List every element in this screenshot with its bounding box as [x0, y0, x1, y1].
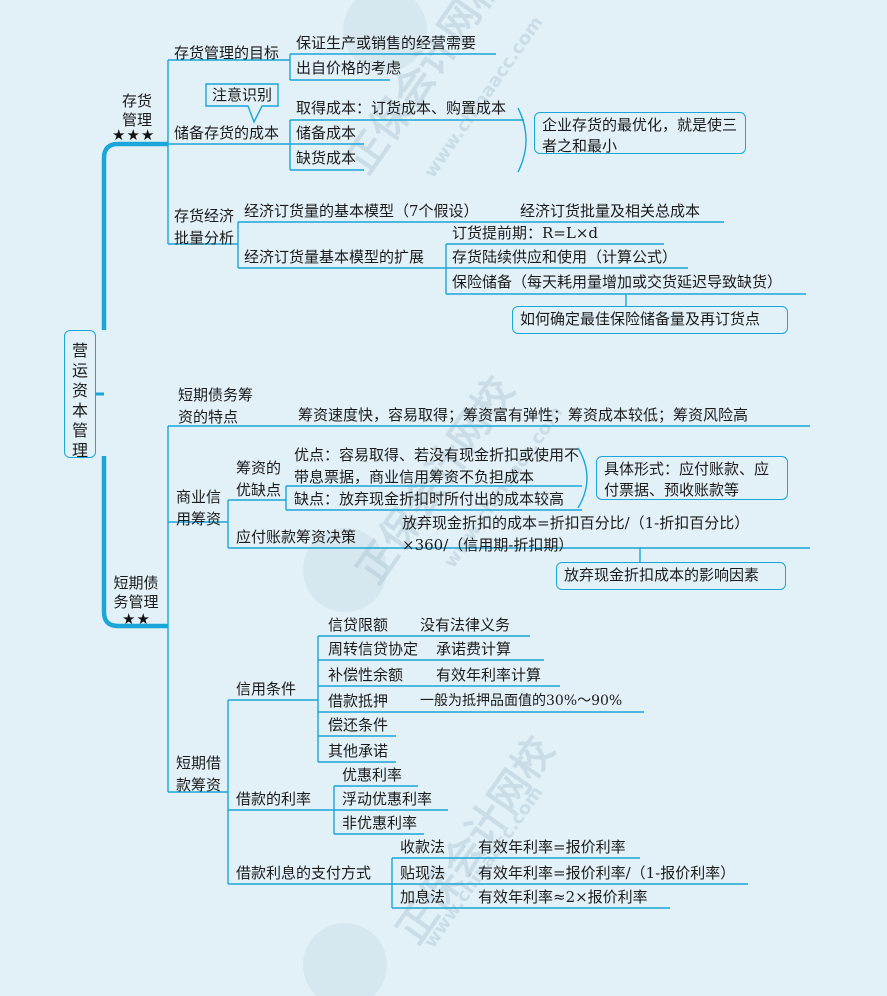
root-node: 营运资本管理 [64, 330, 96, 460]
credit-term-name: 周转信贷协定 [328, 640, 419, 658]
features-text: 筹资速度快，容易取得；筹资富有弹性；筹资成本较低；筹资风险高 [298, 406, 749, 424]
cost-item: 缺货成本 [296, 149, 357, 167]
credit-term-name: 信贷限额 [328, 616, 389, 634]
eoq-ext-item: 订货提前期：R=L×d [452, 224, 598, 242]
inventory-stars: ★★★ [112, 126, 156, 144]
payment-desc: 有效年利率≈2×报价利率 [478, 888, 648, 906]
payment-desc: 有效年利率=报价利率/（1-报价利率） [478, 864, 736, 882]
cost-label: 储备存货的成本 [174, 124, 280, 142]
loans-label: 短期借款筹资 [176, 754, 222, 794]
trade-credit-forms-box: 具体形式：应付账款、应付票据、预收账款等 [596, 456, 788, 500]
cost-item: 取得成本：订货成本、购置成本 [296, 99, 507, 117]
credit-term-name: 偿还条件 [328, 716, 389, 734]
short-term-stars: ★★ [122, 610, 151, 628]
cost-summary-box: 企业存货的最优化，就是使三者之和最小 [534, 112, 746, 155]
credit-term-desc: 有效年利率计算 [436, 666, 542, 684]
payment-name: 收款法 [400, 838, 446, 856]
eoq-ext-item: 存货陆续供应和使用（计算公式） [452, 248, 678, 266]
pros-cons-label: 筹资的优缺点 [236, 459, 282, 499]
eoq-ext-note-box: 如何确定最佳保险储备量及再订货点 [512, 306, 788, 334]
credit-term-desc: 一般为抵押品面值的30%～90% [420, 693, 623, 709]
credit-term-name: 其他承诺 [328, 742, 389, 760]
goal-label: 存货管理的目标 [174, 44, 280, 62]
payment-name: 贴现法 [400, 864, 446, 882]
root-label: 营运资本管理 [72, 341, 89, 460]
inventory-title: 存货管理 [121, 92, 152, 129]
credit-term-name: 借款抵押 [328, 692, 389, 710]
eoq-basic-model: 经济订货量的基本模型（7个假设） [244, 202, 479, 220]
credit-term-desc: 没有法律义务 [420, 616, 511, 634]
eoq-basic-result: 经济订货批量及相关总成本 [520, 202, 701, 220]
decision-formula: 放弃现金折扣的成本=折扣百分比/（1-折扣百分比）×360/（信用期-折扣期） [402, 514, 750, 554]
goal-item: 保证生产或销售的经营需要 [296, 34, 477, 52]
cost-item: 储备成本 [296, 124, 357, 142]
eoq-ext-item: 保险储备（每天耗用量增加或交货延迟导致缺货） [452, 273, 783, 291]
goal-item: 出自价格的考虑 [296, 59, 402, 77]
short-term-title: 短期债务管理 [113, 574, 159, 611]
pros-text: 优点：容易取得、若没有现金折扣或使用不带息票据，商业信用筹资不负担成本 [294, 446, 580, 486]
payment-name: 加息法 [400, 888, 446, 906]
cons-text: 缺点：放弃现金折扣时所付出的成本较高 [294, 490, 565, 508]
rate-item: 优惠利率 [342, 766, 403, 784]
credit-term-desc: 承诺费计算 [436, 640, 512, 658]
rate-label: 借款的利率 [236, 790, 312, 808]
note-callout-label: 注意识别 [212, 86, 273, 104]
trade-credit-label: 商业信用筹资 [176, 488, 222, 528]
decision-label: 应付账款筹资决策 [236, 528, 357, 546]
credit-term-name: 补偿性余额 [328, 666, 404, 684]
payment-label: 借款利息的支付方式 [236, 864, 372, 882]
features-label: 短期债务筹资的特点 [178, 386, 254, 426]
eoq-label: 存货经济批量分析 [174, 207, 235, 247]
rate-item: 浮动优惠利率 [342, 790, 433, 808]
payment-desc: 有效年利率=报价利率 [478, 838, 626, 856]
decision-note-box: 放弃现金折扣成本的影响因素 [556, 562, 786, 590]
eoq-extension: 经济订货量基本模型的扩展 [244, 248, 425, 266]
credit-terms-label: 信用条件 [236, 680, 297, 698]
rate-item: 非优惠利率 [342, 814, 418, 832]
